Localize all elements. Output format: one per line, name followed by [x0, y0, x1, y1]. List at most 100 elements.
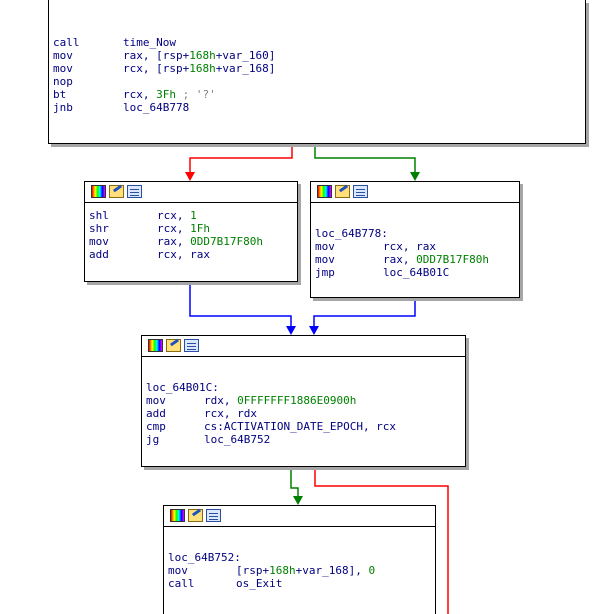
edge-middle-to-bottom: [290, 467, 299, 500]
instruction-line[interactable]: shr rcx, 1Fh: [89, 222, 293, 235]
instruction-operand: 168h: [189, 49, 216, 62]
graph-overview-icon[interactable]: [127, 185, 142, 198]
instruction-operand: +var_168],: [295, 564, 369, 577]
rename-icon[interactable]: [335, 185, 350, 198]
edge-middle-to-bottom-arrow: [293, 496, 303, 505]
instruction-comment: ; '?': [176, 88, 216, 101]
color-palette-icon[interactable]: [317, 185, 332, 198]
instruction-operand: rax,: [383, 253, 417, 266]
edge-top-to-left-arrow: [185, 172, 195, 181]
instruction-mnemonic: nop: [53, 75, 73, 88]
instruction-operand: 0DD7B17F80h: [190, 235, 263, 248]
instruction-line[interactable]: jg loc_64B752: [146, 433, 461, 446]
instruction-line[interactable]: cmp cs:ACTIVATION_DATE_EPOCH, rcx: [146, 420, 461, 433]
instruction-operand: loc_64B752: [204, 433, 271, 446]
instruction-line[interactable]: mov rax, [rsp+168h+var_160]: [53, 49, 581, 62]
color-palette-icon[interactable]: [170, 509, 185, 522]
instruction-mnemonic: mov: [53, 49, 73, 62]
graph-overview-icon[interactable]: [353, 185, 368, 198]
instruction-line[interactable]: mov rdx, 0FFFFFFF1886E0900h: [146, 394, 461, 407]
instruction-mnemonic: jmp: [315, 266, 335, 279]
instruction-operand: 168h: [189, 62, 216, 75]
instruction-operand: cs:ACTIVATION_DATE_EPOCH, rcx: [204, 420, 397, 433]
instruction-mnemonic: jnb: [53, 101, 73, 114]
instruction-mnemonic: mov: [315, 253, 335, 266]
instruction-operand: loc_64B01C: [383, 266, 450, 279]
color-palette-icon[interactable]: [91, 185, 106, 198]
instruction-line[interactable]: mov rax, 0DD7B17F80h: [315, 253, 515, 266]
edge-top-to-right: [314, 144, 416, 176]
block-toolbar: [311, 182, 519, 203]
instruction-operand: rdx,: [204, 394, 238, 407]
instruction-operand: os_Exit: [236, 577, 283, 590]
instruction-line[interactable]: nop: [53, 75, 581, 88]
instruction-operand: rax,: [157, 235, 191, 248]
instruction-operand: rcx,: [157, 209, 191, 222]
instruction-mnemonic: shr: [89, 222, 109, 235]
color-palette-icon[interactable]: [148, 339, 163, 352]
rename-icon[interactable]: [166, 339, 181, 352]
rename-icon[interactable]: [109, 185, 124, 198]
instruction-mnemonic: shl: [89, 209, 109, 222]
graph-overview-icon[interactable]: [184, 339, 199, 352]
instruction-operand: 0DD7B17F80h: [416, 253, 489, 266]
block-toolbar: [85, 182, 297, 203]
edge-top-to-left: [189, 144, 293, 176]
instruction-mnemonic: mov: [146, 394, 166, 407]
instruction-operand: 0: [368, 564, 376, 577]
instruction-operand: 168h: [269, 564, 296, 577]
instruction-mnemonic: add: [146, 407, 166, 420]
instruction-mnemonic: call: [53, 36, 80, 49]
instruction-mnemonic: call: [168, 577, 195, 590]
instruction-operand: 1Fh: [190, 222, 210, 235]
instruction-operand: +var_168]: [215, 62, 276, 75]
block-toolbar: [164, 506, 435, 527]
edge-left-to-middle-arrow: [286, 326, 296, 335]
instruction-operand: 3Fh: [156, 88, 176, 101]
instruction-operand: rax, [rsp+: [123, 49, 190, 62]
instruction-line[interactable]: bt rcx, 3Fh ; '?': [53, 88, 581, 101]
instruction-operand: rcx,: [123, 88, 157, 101]
instruction-mnemonic: mov: [53, 62, 73, 75]
instruction-operand: +var_160]: [215, 49, 276, 62]
instruction-line[interactable]: mov rax, 0DD7B17F80h: [89, 235, 293, 248]
instruction-line[interactable]: mov [rsp+168h+var_168], 0: [168, 564, 431, 577]
instruction-mnemonic: mov: [89, 235, 109, 248]
instruction-line[interactable]: call os_Exit: [168, 577, 431, 590]
instruction-mnemonic: cmp: [146, 420, 166, 433]
edge-right-to-middle-arrow: [309, 326, 319, 335]
instruction-operand: [rsp+: [236, 564, 270, 577]
instruction-mnemonic: mov: [168, 564, 188, 577]
edge-right-to-middle: [313, 298, 416, 330]
instruction-line[interactable]: jnb loc_64B778: [53, 101, 581, 114]
rename-icon[interactable]: [188, 509, 203, 522]
instruction-line[interactable]: jmp loc_64B01C: [315, 266, 515, 279]
instruction-mnemonic: jg: [146, 433, 160, 446]
block-toolbar: [142, 336, 465, 357]
instruction-mnemonic: mov: [315, 240, 335, 253]
instruction-operand: loc_64B778: [123, 101, 190, 114]
graph-overview-icon[interactable]: [206, 509, 221, 522]
instruction-operand: rcx,: [157, 222, 191, 235]
instruction-operand: 0FFFFFFF1886E0900h: [237, 394, 357, 407]
edge-top-to-right-arrow: [410, 172, 420, 181]
instruction-operand: rcx, rax: [157, 248, 210, 261]
edge-middle-to-exit: [314, 467, 449, 614]
instruction-mnemonic: bt: [53, 88, 67, 101]
